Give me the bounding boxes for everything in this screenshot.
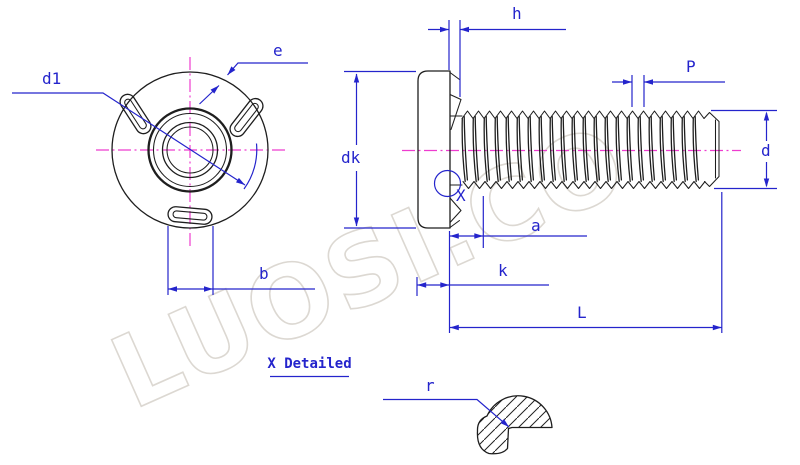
dim-label-r: r <box>425 376 435 395</box>
side-view-screw <box>417 70 720 229</box>
slot-top-left <box>119 93 152 135</box>
dim-label-l: L <box>577 303 587 322</box>
detail-view-caption: X Detailed <box>267 356 352 372</box>
dim-label-k: k <box>498 261 508 280</box>
dim-label-d1: d1 <box>42 69 62 88</box>
x-detail-callout-circle <box>433 169 462 198</box>
dimension-lines <box>12 20 777 428</box>
front-view-head <box>111 71 269 229</box>
dim-label-e: e <box>273 41 283 60</box>
dim-label-d: d <box>761 141 771 160</box>
dim-label-h: h <box>512 4 522 23</box>
detail-view-fillet <box>476 395 553 455</box>
dimension-arrowheads <box>168 26 770 427</box>
dim-label-a: a <box>531 216 541 235</box>
dim-label-p: P <box>686 57 696 76</box>
slot-bottom <box>167 206 213 225</box>
dim-label-x-callout: X <box>456 186 466 205</box>
slot-top-right <box>229 97 264 138</box>
thread-profile <box>461 110 706 190</box>
dim-label-dk: dk <box>341 148 361 167</box>
dim-label-b: b <box>259 264 269 283</box>
